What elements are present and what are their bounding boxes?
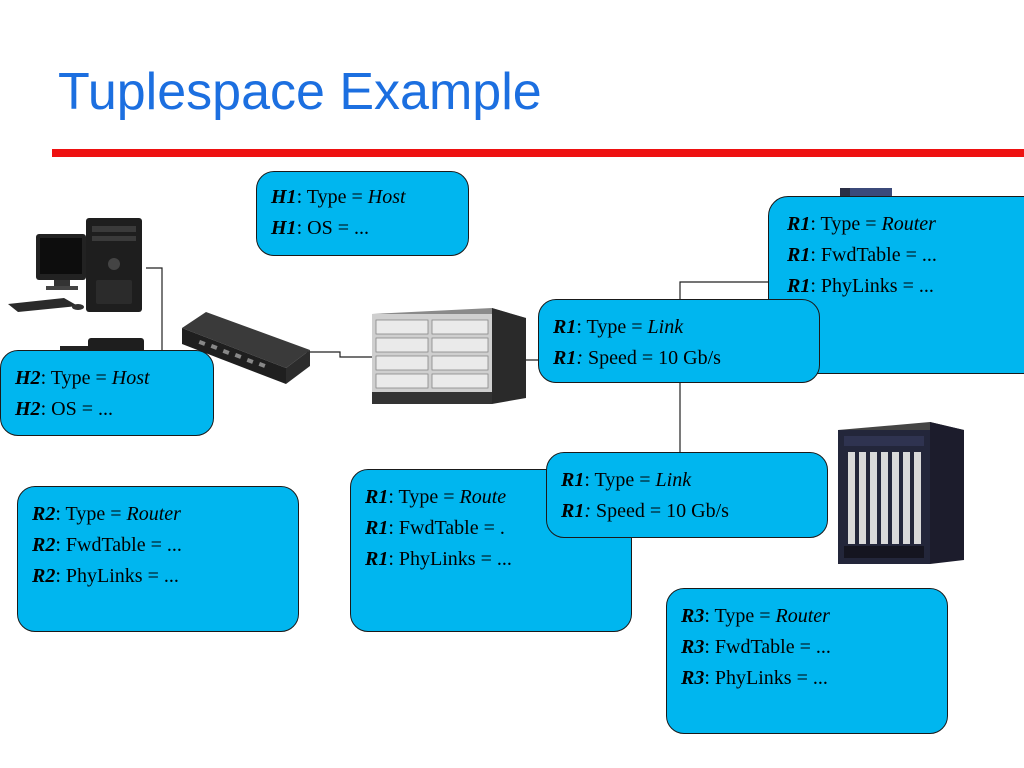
tuple-line: R1: Type = Router [787, 213, 936, 235]
tuple-line: R2: Type = Router [32, 503, 181, 525]
tuple-line: R1: PhyLinks = ... [365, 548, 512, 570]
router-r3-rack-icon [838, 422, 964, 564]
tuple-line: R1: Type = Route [365, 486, 507, 508]
title-underline [52, 149, 1024, 157]
tuple-line: R1: Type = Link [561, 469, 692, 491]
slide-title: Tuplespace Example [58, 63, 542, 121]
tuple-line: R1: Speed = 10 Gb/s [561, 500, 729, 522]
tuple-box-r2: R2: Type = Router R2: FwdTable = ... R2:… [17, 486, 299, 632]
tuple-line: R1: FwdTable = ... [787, 244, 937, 266]
tuple-box-link-2: R1: Type = Link R1: Speed = 10 Gb/s [546, 452, 828, 538]
host-computer-h1-icon [8, 218, 142, 312]
wire-switch-r1 [300, 351, 372, 358]
tuple-box-h1: H1: Type = Host H1: OS = ... [256, 171, 469, 256]
tuple-box-r1-router-center: R1: Type = Route R1: FwdTable = . R1: Ph… [350, 469, 632, 632]
tuple-box-r1-router-right: R1: Type = Router R1: FwdTable = ... R1:… [768, 196, 1024, 374]
tuple-box-r3: R3: Type = Router R3: FwdTable = ... R3:… [666, 588, 948, 734]
tuple-line: R3: PhyLinks = ... [681, 667, 828, 689]
tuple-line: R1: Speed = 10 Gb/s [553, 347, 721, 369]
tuple-line: H2: Type = Host [15, 367, 150, 389]
tuple-line: H1: OS = ... [271, 217, 369, 239]
tuple-line: R1: FwdTable = . [365, 517, 505, 539]
tuple-line: H2: OS = ... [15, 398, 113, 420]
tuple-line: R2: FwdTable = ... [32, 534, 182, 556]
wire-backbone-r2 [679, 281, 770, 300]
tuple-box-h2: H2: Type = Host H2: OS = ... [0, 350, 214, 436]
tuple-line: R3: Type = Router [681, 605, 830, 627]
tuple-line: R3: FwdTable = ... [681, 636, 831, 658]
wire-h1-switch [146, 267, 163, 355]
tuple-line: H1: Type = Host [271, 186, 406, 208]
ethernet-switch-icon [182, 312, 310, 384]
tuple-line: R1: Type = Link [553, 316, 684, 338]
router-r1-chassis-icon [372, 308, 526, 404]
tuple-line: R1: PhyLinks = ... [787, 275, 934, 297]
tuple-box-link-1: R1: Type = Link R1: Speed = 10 Gb/s [538, 299, 820, 383]
tuple-line: R2: PhyLinks = ... [32, 565, 179, 587]
